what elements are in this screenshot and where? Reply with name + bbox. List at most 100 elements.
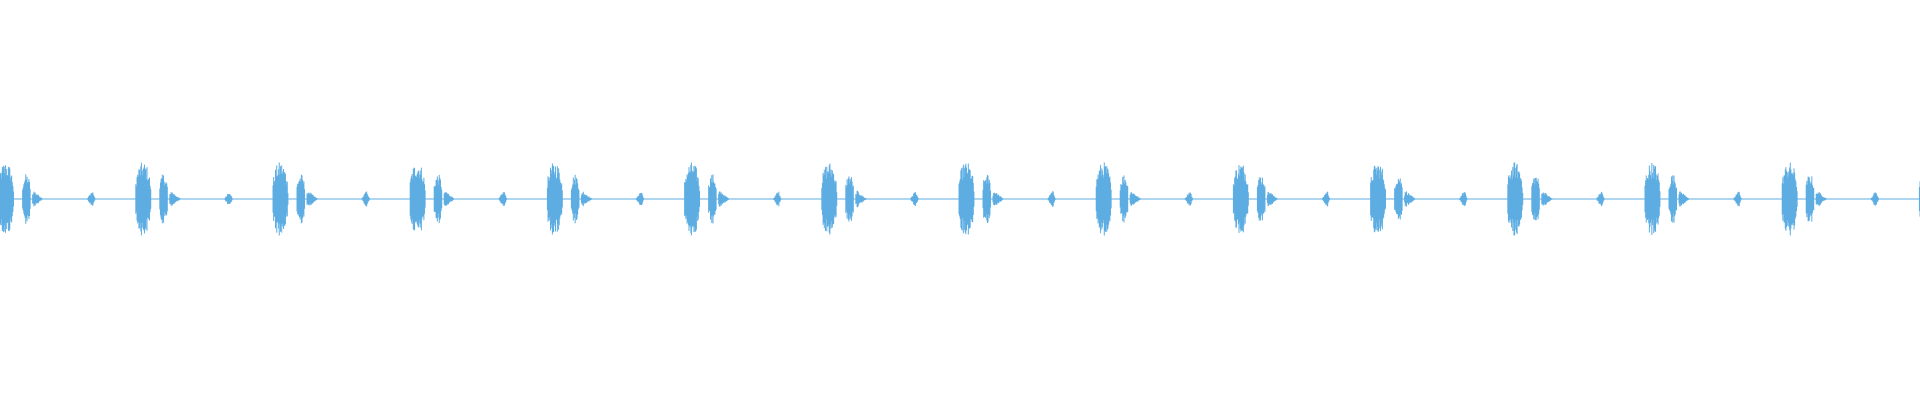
waveform-burst-11-path <box>1507 162 1524 236</box>
waveform-tail-2 <box>306 192 319 206</box>
waveform-secondary-2-path <box>296 174 306 224</box>
waveform-secondary-10-path <box>1394 178 1403 220</box>
waveform-chirp-0 <box>86 192 96 206</box>
waveform-secondary-6 <box>845 176 854 222</box>
waveform-chirp-13 <box>1869 192 1880 206</box>
waveform-burst-9-path <box>1232 165 1249 233</box>
waveform-secondary-12 <box>1668 175 1678 223</box>
waveform-burst-3-path <box>409 167 426 231</box>
waveform-tail-13 <box>1815 192 1828 206</box>
waveform-tail-12 <box>1678 191 1691 207</box>
waveform-secondary-7 <box>982 175 992 223</box>
waveform-tail-4-path <box>580 191 593 207</box>
waveform-secondary-7-path <box>982 175 992 223</box>
waveform-chirp-10 <box>1458 192 1468 206</box>
waveform-burst-4-path <box>546 163 563 235</box>
waveform-secondary-8-path <box>1119 175 1129 223</box>
waveform-chirp-7 <box>1046 191 1057 207</box>
waveform-tail-5-path <box>718 191 730 207</box>
waveform-secondary-5 <box>708 174 717 224</box>
waveform-secondary-4 <box>570 174 580 224</box>
waveform-burst-4 <box>546 163 563 235</box>
waveform-burst-5 <box>684 162 701 236</box>
waveform-tail-5 <box>718 191 730 207</box>
waveform-tail-9-path <box>1266 191 1279 207</box>
waveform-burst-6-path <box>821 163 838 235</box>
waveform-chirp-4 <box>634 193 645 205</box>
waveform-tail-8 <box>1129 192 1142 206</box>
waveform-burst-0 <box>0 165 15 233</box>
waveform-burst-7-path <box>958 163 975 235</box>
waveform-tail-6-path <box>855 190 868 208</box>
waveform-burst-2 <box>272 162 289 236</box>
waveform-chirp-2-path <box>360 191 371 207</box>
waveform-tail-2-path <box>306 192 319 206</box>
waveform-secondary-3 <box>433 174 443 224</box>
waveform-burst-2-path <box>272 162 289 236</box>
waveform-secondary-0-path <box>22 174 31 224</box>
waveform-chirp-2 <box>360 191 371 207</box>
waveform-burst-10 <box>1370 165 1387 233</box>
waveform-tail-3-path <box>443 192 456 206</box>
waveform-chirp-4-path <box>634 193 645 205</box>
waveform-tail-10 <box>1404 191 1416 207</box>
waveform-chirp-6-path <box>909 192 920 206</box>
waveform-chirp-13-path <box>1869 192 1880 206</box>
waveform-secondary-4-path <box>570 174 580 224</box>
waveform-tail-1 <box>169 192 182 206</box>
waveform-chirp-9-path <box>1320 191 1331 207</box>
waveform-chirp-12-path <box>1732 191 1743 207</box>
waveform-chirp-1 <box>223 194 234 204</box>
waveform-burst-9 <box>1232 165 1249 233</box>
waveform-burst-1 <box>135 162 152 236</box>
waveform-bursts <box>0 162 1920 236</box>
waveform-tail-7 <box>992 192 1005 206</box>
waveform-secondary-12-path <box>1668 175 1678 223</box>
waveform-tail-13-path <box>1815 192 1828 206</box>
waveform-burst-8 <box>1095 162 1112 236</box>
waveform-tail-11-path <box>1541 192 1554 206</box>
waveform-tail-3 <box>443 192 456 206</box>
waveform-chirp-12 <box>1732 191 1743 207</box>
waveform-burst-12 <box>1644 162 1661 236</box>
waveform-secondary-5-path <box>708 174 717 224</box>
waveform-burst-5-path <box>684 162 701 236</box>
waveform-secondary-13-path <box>1805 176 1815 222</box>
waveform-tail-7-path <box>992 192 1005 206</box>
waveform-burst-11 <box>1507 162 1524 236</box>
waveform-tail-1-path <box>169 192 182 206</box>
waveform-chirp-8-path <box>1183 192 1194 206</box>
waveform-chirp-10-path <box>1458 192 1468 206</box>
waveform-tail-0-path <box>32 191 44 207</box>
waveform-secondary-2 <box>296 174 306 224</box>
waveform-burst-3 <box>409 167 426 231</box>
waveform-burst-1-path <box>135 162 152 236</box>
waveform-chirp-3 <box>497 192 508 206</box>
waveform-burst-12-path <box>1644 162 1661 236</box>
waveform-tail-10-path <box>1404 191 1416 207</box>
waveform-burst-7 <box>958 163 975 235</box>
waveform-chirp-11-path <box>1595 191 1606 207</box>
waveform-secondary-3-path <box>433 174 443 224</box>
waveform-tail-12-path <box>1678 191 1691 207</box>
waveform-chirp-8 <box>1183 192 1194 206</box>
waveform-burst-6 <box>821 163 838 235</box>
waveform-tail-8-path <box>1129 192 1142 206</box>
waveform-tail-9 <box>1266 191 1279 207</box>
waveform-chirp-6 <box>909 192 920 206</box>
waveform-tail-0 <box>32 191 44 207</box>
waveform-secondary-9 <box>1256 177 1266 221</box>
waveform-chirp-9 <box>1320 191 1331 207</box>
waveform-secondary-1-path <box>159 174 168 224</box>
waveform-secondary-8 <box>1119 175 1129 223</box>
waveform-secondary-6-path <box>845 176 854 222</box>
waveform-tail-4 <box>580 191 593 207</box>
waveform-burst-0-path <box>0 165 15 233</box>
waveform-secondary-11 <box>1531 177 1540 221</box>
waveform-secondary-10 <box>1394 178 1403 220</box>
waveform-burst-13 <box>1781 162 1798 236</box>
waveform-chirp-5 <box>772 191 782 207</box>
waveform-chirp-7-path <box>1046 191 1057 207</box>
